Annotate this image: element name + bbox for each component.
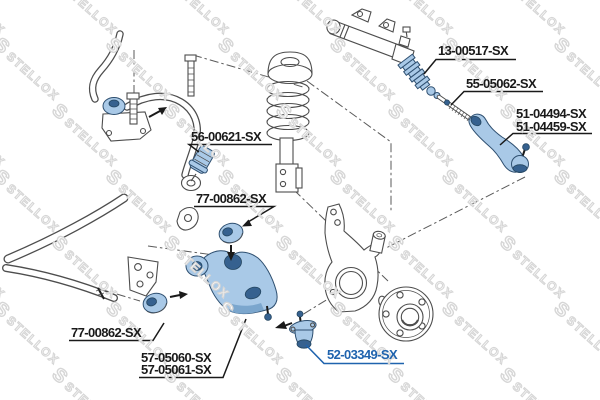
- tie-rod-end-drawing: [468, 113, 530, 173]
- part-label-51-04459-sx[interactable]: 51-04459-SX: [516, 119, 587, 134]
- strut-drawing: [266, 51, 313, 193]
- stabilizer-link-grommet-drawing: [188, 145, 215, 182]
- stabilizer-bracket-drawing: [101, 92, 152, 142]
- inner-tie-rod-drawing: [436, 94, 475, 123]
- part-label-51-04494-sx[interactable]: 51-04494-SX: [516, 106, 587, 121]
- part-label-57-05060-sx[interactable]: 57-05060-SX: [141, 350, 212, 365]
- part-label-55-05062-sx[interactable]: 55-05062-SX: [466, 76, 537, 91]
- drop-link-bolt-drawing: [184, 54, 197, 97]
- stabilizer-bushing-drawing: [102, 97, 126, 115]
- part-label-13-00517-sx[interactable]: 13-00517-SX: [438, 43, 509, 58]
- part-label-52-03349-sx[interactable]: 52-03349-SX: [327, 347, 398, 362]
- knuckle-drawing: [324, 203, 386, 313]
- stabilizer-bar-drawing: [88, 30, 202, 192]
- arm-bushing-upper-drawing: [218, 222, 244, 244]
- install-arrows: [148, 107, 293, 329]
- arm-bushing-lower-drawing: [142, 292, 168, 314]
- part-label-77-00862-sx-upper[interactable]: 77-00862-SX: [196, 191, 267, 206]
- control-arm-drawing: [185, 250, 278, 321]
- label-leader-lines: [69, 58, 592, 379]
- wheel-hub-drawing: [378, 286, 434, 342]
- part-label-56-00621-sx[interactable]: 56-00621-SX: [191, 129, 262, 144]
- steering-bellows-drawing: [397, 53, 441, 99]
- part-label-77-00862-sx-lower[interactable]: 77-00862-SX: [71, 325, 142, 340]
- ball-joint-drawing: [289, 310, 317, 349]
- subframe-drawing: [2, 193, 199, 302]
- part-label-57-05061-sx[interactable]: 57-05061-SX: [141, 362, 212, 377]
